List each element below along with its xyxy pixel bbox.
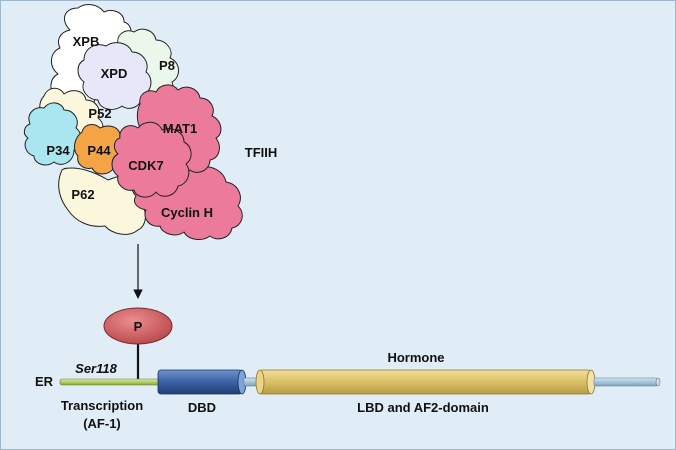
ser118-label: Ser118 — [75, 361, 117, 376]
tail-cap — [655, 377, 661, 387]
cdk7-subunit — [111, 121, 192, 198]
cyclin-h-label: Cyclin H — [161, 205, 213, 220]
dbd-cylinder — [157, 369, 243, 395]
cdk7-label: CDK7 — [128, 158, 163, 173]
er-label: ER — [35, 374, 54, 389]
phospho-label: P — [134, 319, 143, 334]
xpd-label: XPD — [101, 66, 128, 81]
tfiih-label: TFIIH — [245, 145, 278, 160]
mat1-label: MAT1 — [163, 121, 197, 136]
p44-label: P44 — [87, 143, 111, 158]
af1-region — [59, 378, 161, 386]
lbd-cylinder — [257, 369, 593, 395]
lbd-left-cap — [255, 369, 265, 395]
lbd-label: LBD and AF2-domain — [357, 400, 489, 415]
phospho-group: P — [103, 307, 173, 381]
p34-subunit — [23, 102, 82, 166]
p34-label: P34 — [46, 143, 70, 158]
af1-label-line2: (AF-1) — [83, 416, 121, 431]
er-protein — [59, 369, 661, 395]
p62-label: P62 — [71, 187, 94, 202]
tfiih-complex: XPB XPD P8 P52 P34 P44 MAT1 CDK7 P62 Cyc… — [23, 4, 243, 240]
xpb-label: XPB — [73, 34, 100, 49]
af1-label-line1: Transcription — [61, 398, 143, 413]
dbd-label: DBD — [188, 400, 216, 415]
p8-label: P8 — [159, 58, 175, 73]
c-terminal-tail — [593, 377, 659, 387]
p52-label: P52 — [88, 106, 111, 121]
phospho-ellipse — [103, 307, 173, 345]
hormone-label: Hormone — [387, 350, 444, 365]
